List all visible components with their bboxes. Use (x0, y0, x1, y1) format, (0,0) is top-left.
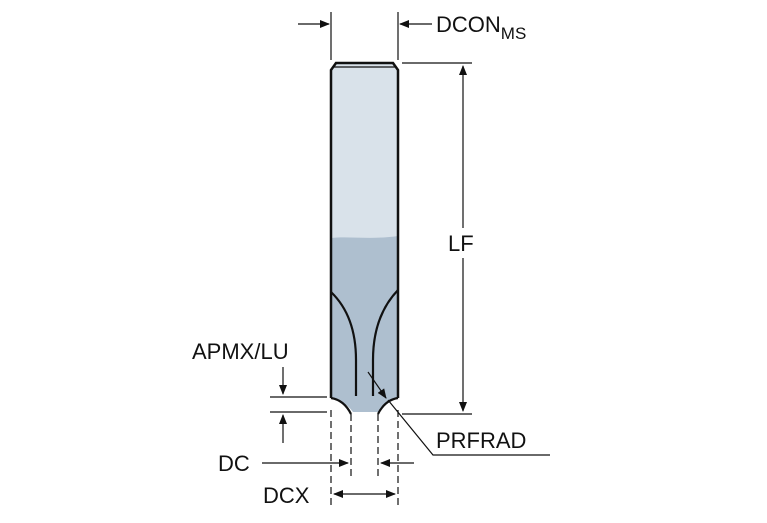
lf-dimension (402, 62, 472, 415)
lf-label: LF (448, 231, 474, 256)
flute-curve-left (330, 291, 358, 396)
dcx-label: DCX (263, 483, 310, 508)
shank-upper (331, 63, 398, 238)
prfrad-label: PRFRAD (436, 428, 526, 453)
apmx-lu-dimension (270, 367, 327, 443)
dc-label: DC (218, 451, 250, 476)
end-mill-tool (329, 61, 400, 415)
flute-curve-right (371, 289, 399, 396)
dcon-dimension (298, 12, 432, 60)
corner-radius-left (330, 396, 352, 415)
extension-lines (330, 410, 399, 505)
tool-outline (329, 61, 400, 398)
prfrad-leader (367, 371, 550, 456)
apmx-lu-label: APMX/LU (192, 339, 289, 364)
corner-radius-right (377, 396, 399, 415)
flute-section (331, 236, 398, 412)
dcon-label: DCONMS (436, 12, 526, 43)
